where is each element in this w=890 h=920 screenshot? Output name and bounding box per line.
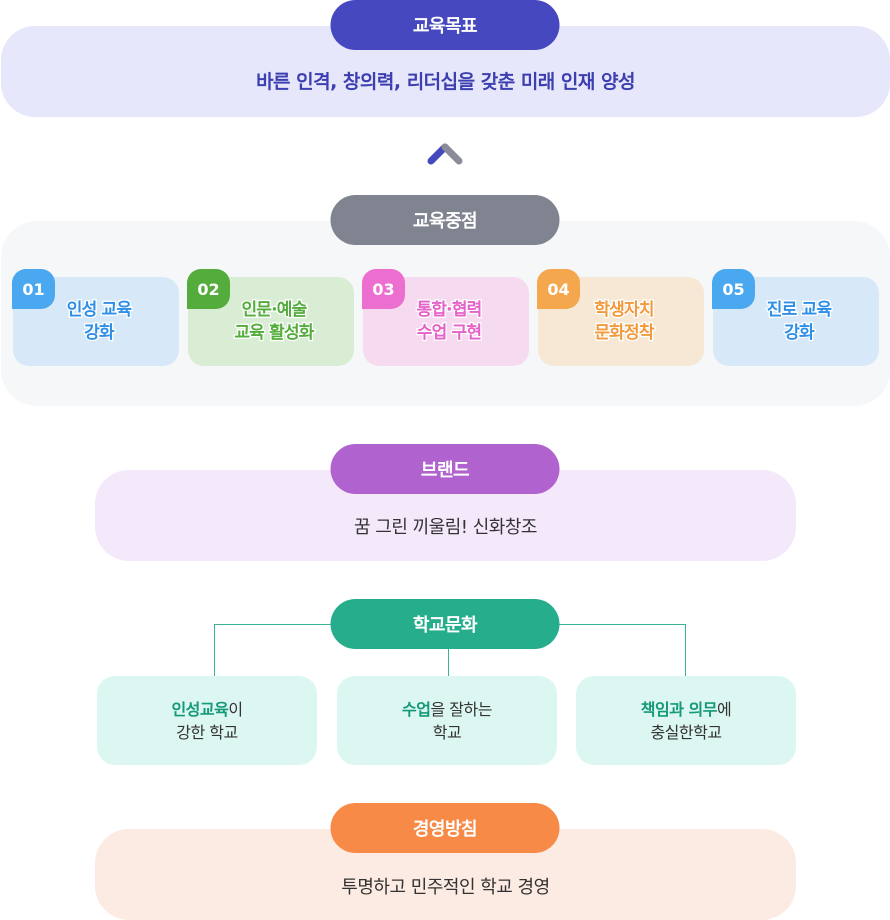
culture-text: 충실한학교 [650,722,722,742]
connector-line [214,624,215,676]
card-text: 인성 교육 강화 [65,298,133,344]
brand-pill: 브랜드 [330,444,560,494]
card-text: 인문·예술 교육 활성화 [233,298,316,344]
card-number: 05 [712,269,755,309]
culture-text: 강한 학교 [176,722,238,742]
culture-box: 수업을 잘하는 학교 [337,676,557,765]
policy-text: 투명하고 민주적인 학교 경영 [341,876,550,898]
card-text: 학생자치 문화정착 [593,298,656,344]
culture-highlight: 수업 [402,699,431,719]
connector-line [685,624,686,676]
card-text: 진로 교육 강화 [765,298,833,344]
card-text: 통합·협력 수업 구현 [415,298,483,344]
culture-text: 학교 [432,722,462,742]
connector-line [448,640,449,676]
culture-box: 책임과 의무에 충실한학교 [576,676,796,765]
focus-card: 02 인문·예술 교육 활성화 [187,269,354,366]
culture-text: 을 잘하는 [430,699,492,719]
culture-text: 이 [228,699,243,719]
card-number: 03 [362,269,405,309]
goal-text: 바른 인격, 창의력, 리더십을 갖춘 미래 인재 양성 [256,71,635,93]
culture-highlight: 책임과 의무 [640,699,718,719]
focus-card: 03 통합·협력 수업 구현 [362,269,529,366]
policy-pill: 경영방침 [330,803,560,853]
policy-panel: 투명하고 민주적인 학교 경영 [95,829,796,920]
card-number: 01 [12,269,55,309]
goal-pill: 교육목표 [330,0,560,50]
chevron-up-icon [427,143,463,165]
focus-card: 05 진로 교육 강화 [712,269,879,366]
culture-box: 인성교육이 강한 학교 [97,676,317,765]
focus-pill: 교육중점 [330,195,560,245]
culture-text: 에 [716,699,732,719]
focus-card: 04 학생자치 문화정착 [537,269,704,366]
card-number: 02 [187,269,230,309]
card-number: 04 [537,269,580,309]
culture-highlight: 인성교육 [171,699,229,719]
brand-text: 꿈 그린 끼울림! 신화창조 [354,516,537,538]
focus-card: 01 인성 교육 강화 [12,269,179,366]
culture-pill: 학교문화 [330,599,560,649]
